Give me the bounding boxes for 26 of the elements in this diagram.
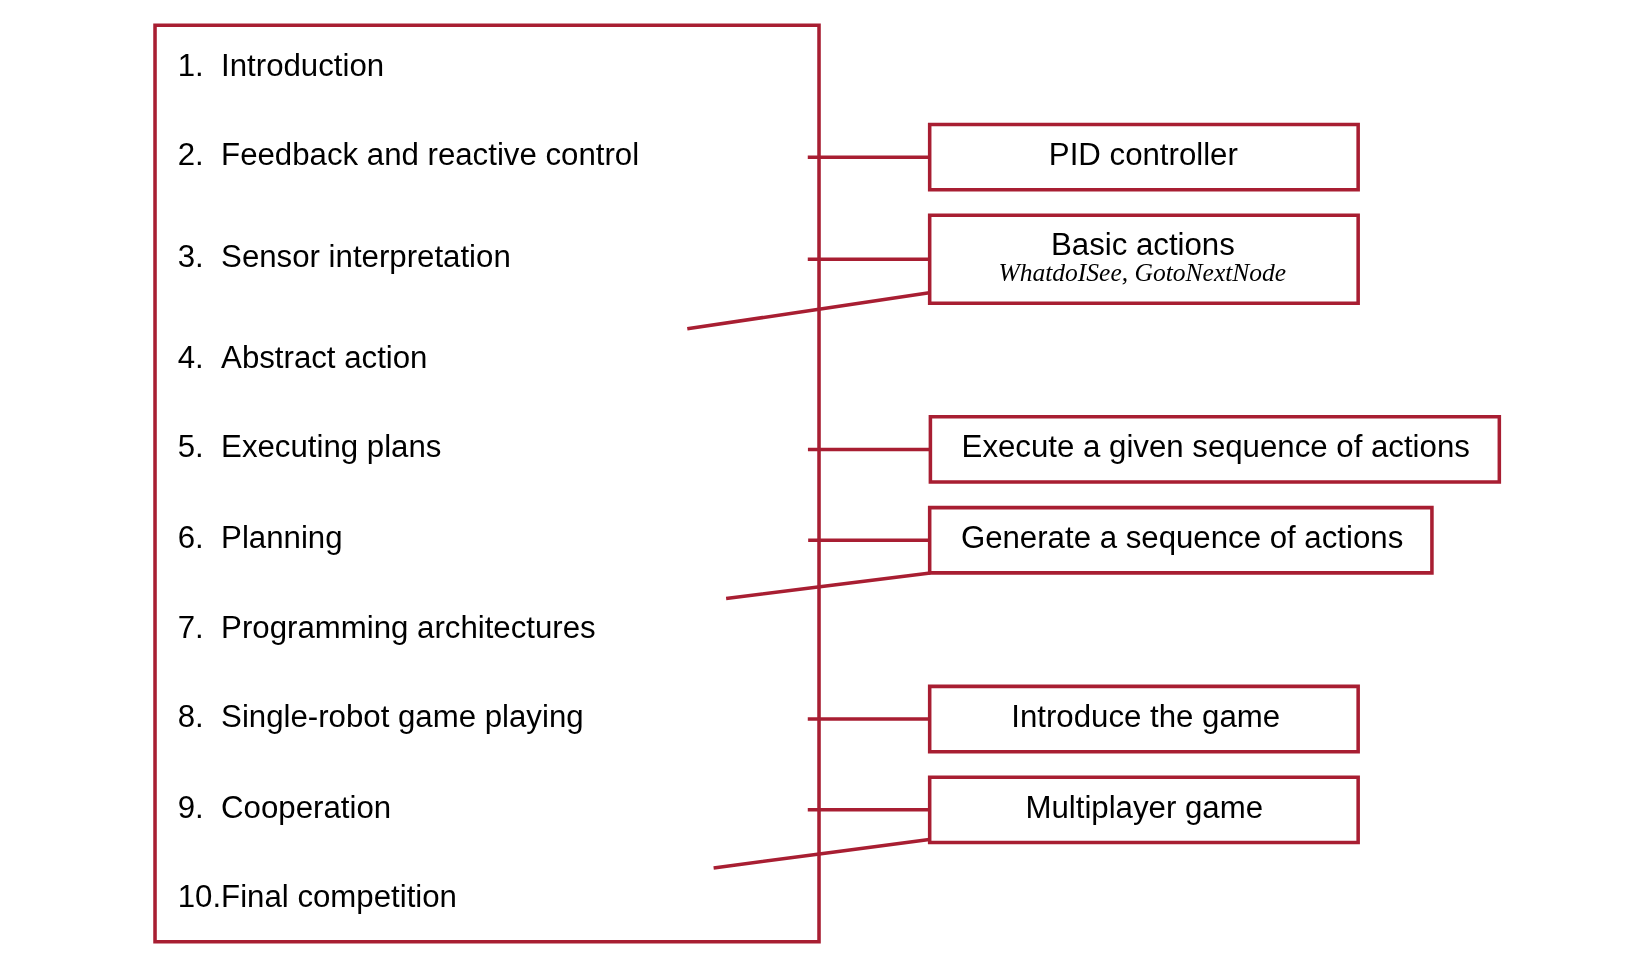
connector — [807, 155, 929, 159]
connector — [807, 257, 929, 262]
node-box: PID controller — [927, 122, 1360, 192]
connector — [712, 837, 929, 870]
connector — [686, 291, 930, 331]
node-text: 5. Executing plans — [177, 429, 441, 465]
connector — [725, 571, 931, 601]
node-box: Introduce the game — [927, 684, 1360, 754]
connector — [807, 538, 929, 543]
cluster — [152, 23, 821, 944]
node-text: 7. Programming architectures — [177, 609, 596, 645]
connector — [807, 717, 929, 721]
node-text: 4. Abstract action — [177, 340, 427, 376]
node-text: 9. Cooperation — [177, 789, 391, 825]
node-box: Basic actions WhatdoISee, GotoNextNode — [927, 213, 1360, 306]
node-text: 6. Planning — [177, 520, 343, 556]
node-text: 2. Feedback and reactive control — [177, 137, 639, 173]
node-text: 8. Single-robot game playing — [177, 698, 584, 734]
node-box: Execute a given sequence of actions — [928, 415, 1501, 484]
node-text: 3. Sensor interpretation — [177, 239, 511, 275]
node-text: 1. Introduction — [177, 47, 384, 83]
node-box: Multiplayer game — [927, 775, 1360, 845]
connector — [807, 447, 930, 452]
connector — [807, 808, 929, 812]
node-text: 10.Final competition — [177, 879, 457, 915]
node-box: Generate a sequence of actions — [927, 505, 1434, 575]
